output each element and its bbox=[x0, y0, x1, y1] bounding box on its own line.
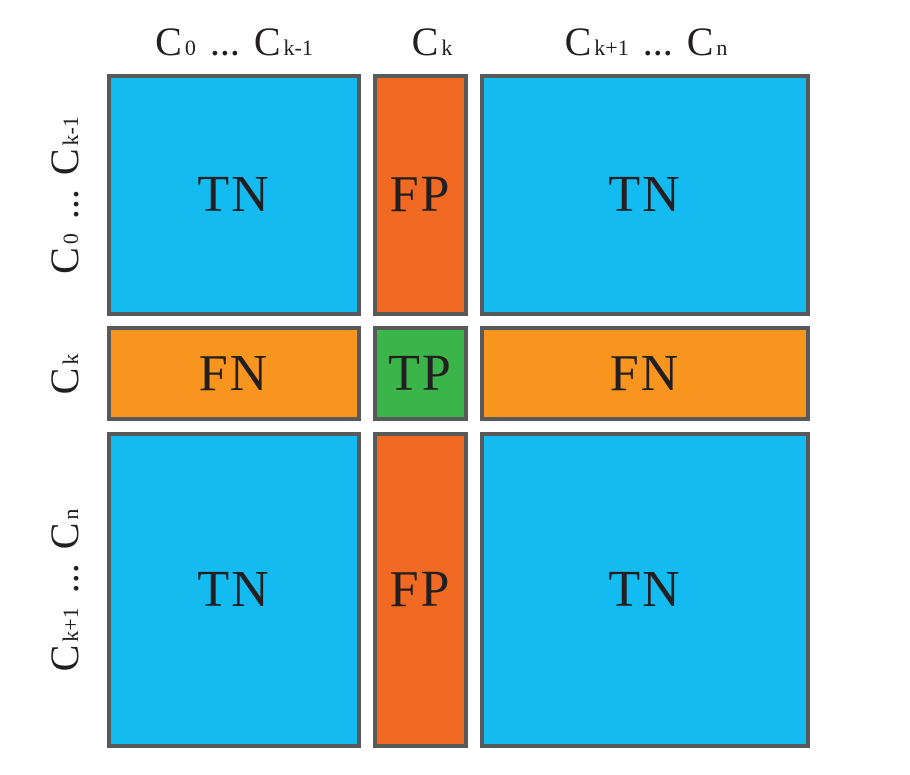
header-symbol: C bbox=[253, 19, 281, 64]
cell-tn-bottom-right: TN bbox=[480, 432, 810, 748]
header-symbol: C bbox=[42, 522, 87, 550]
header-subscript: 0 bbox=[58, 233, 83, 245]
cell-label: TN bbox=[608, 561, 682, 618]
cell-fn-middle-left: FN bbox=[107, 326, 361, 421]
header-symbol: C bbox=[42, 148, 87, 176]
cell-tn-bottom-left: TN bbox=[107, 432, 361, 748]
cell-label: FP bbox=[389, 561, 452, 618]
header-subscript: 0 bbox=[184, 35, 196, 60]
header-ellipsis: ... bbox=[42, 563, 87, 594]
header-symbol: C bbox=[411, 19, 439, 64]
header-subscript: k+1 bbox=[594, 35, 629, 60]
header-ellipsis: ... bbox=[209, 19, 240, 64]
cell-fp-bottom-center: FP bbox=[373, 432, 468, 748]
cell-tp-middle-center: TP bbox=[373, 326, 468, 421]
header-symbol: C bbox=[42, 644, 87, 672]
header-symbol: C bbox=[686, 19, 714, 64]
cell-label: FP bbox=[389, 166, 452, 223]
cell-fn-middle-right: FN bbox=[480, 326, 810, 421]
header-subscript: k-1 bbox=[283, 35, 313, 60]
header-subscript: k+1 bbox=[58, 607, 83, 642]
cell-tn-top-left: TN bbox=[107, 74, 361, 316]
cell-label: FN bbox=[609, 344, 681, 402]
header-ellipsis: ... bbox=[642, 19, 673, 64]
header-symbol: C bbox=[155, 19, 182, 64]
header-symbol: C bbox=[42, 367, 87, 395]
header-subscript: k-1 bbox=[58, 116, 83, 146]
cell-tn-top-right: TN bbox=[480, 74, 810, 316]
header-subscript: n bbox=[716, 35, 728, 60]
header-subscript: k bbox=[58, 353, 83, 365]
cell-label: TN bbox=[608, 166, 682, 223]
cell-fp-top-center: FP bbox=[373, 74, 468, 316]
cell-label: TN bbox=[197, 561, 271, 618]
cell-label: TN bbox=[197, 166, 271, 223]
cell-label: TP bbox=[388, 344, 453, 402]
cell-label: FN bbox=[198, 344, 270, 402]
header-subscript: k bbox=[441, 35, 453, 60]
header-ellipsis: ... bbox=[42, 189, 87, 220]
header-symbol: C bbox=[564, 19, 592, 64]
header-symbol: C bbox=[42, 247, 87, 274]
header-subscript: n bbox=[58, 508, 83, 520]
